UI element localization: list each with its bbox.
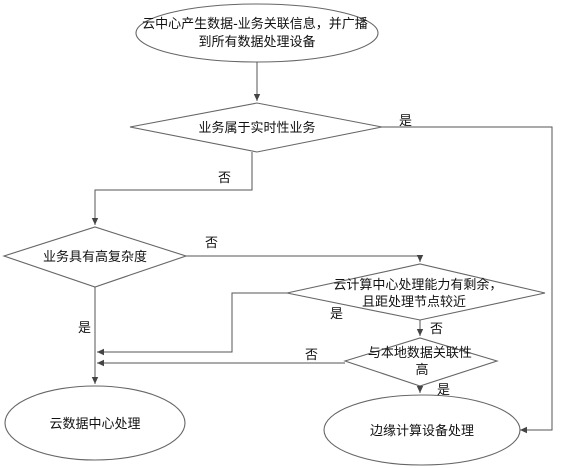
decision-local-line-1: 与本地数据关联性	[368, 346, 472, 361]
label-complexity-no: 否	[205, 236, 218, 251]
cloud-processing-text: 云数据中心处理	[49, 417, 140, 432]
decision-realtime-text: 业务属于实时性业务	[198, 120, 315, 136]
edge-capacity-yes-to-cloud	[97, 292, 287, 356]
decision-complexity: 业务具有高复杂度	[2, 226, 188, 288]
decision-local-diamond	[343, 337, 499, 387]
decision-capacity: 云计算中心处理能力有剩余， 且距处理节点较近	[286, 263, 546, 321]
decision-local-relevance: 与本地数据关联性 高	[343, 337, 499, 387]
node-start: 云中心产生数据-业务关联信息，并广播 到所有数据处理设备	[135, 3, 379, 63]
node-edge-processing: 边缘计算设备处理	[323, 394, 521, 466]
label-complexity-yes: 是	[78, 321, 91, 336]
edge-realtime-yes-to-edge	[382, 126, 553, 434]
decision-capacity-diamond	[286, 263, 546, 321]
edge-processing-text: 边缘计算设备处理	[370, 423, 474, 439]
node-cloud-processing: 云数据中心处理	[4, 385, 186, 461]
start-ellipse	[135, 3, 379, 63]
decision-complexity-text: 业务具有高复杂度	[43, 249, 147, 265]
decision-capacity-text: 云计算中心处理能力有剩余， 且距处理节点较近	[333, 277, 506, 310]
decision-realtime: 业务属于实时性业务	[129, 102, 383, 153]
label-realtime-yes: 是	[399, 114, 412, 129]
decision-capacity-line-2: 且距处理节点较近	[362, 295, 466, 310]
label-capacity-yes: 是	[330, 307, 343, 322]
edge-realtime-no-to-complexity	[91, 152, 253, 225]
label-realtime-no: 否	[218, 171, 231, 186]
start-line-2: 到所有数据处理设备	[198, 34, 315, 50]
start-text: 云中心产生数据-业务关联信息，并广播 到所有数据处理设备	[142, 16, 372, 50]
decision-local-line-2: 高	[415, 362, 428, 378]
edge-complexity-no-to-capacity	[186, 255, 424, 262]
label-local-no: 否	[305, 348, 318, 363]
label-capacity-no: 否	[430, 322, 443, 337]
cloud-processing-ellipse	[4, 385, 186, 461]
start-line-1: 云中心产生数据-业务关联信息，并广播	[142, 16, 368, 32]
decision-capacity-line-1: 云计算中心处理能力有剩余，	[333, 277, 502, 293]
decision-local-text: 与本地数据关联性 高	[368, 346, 476, 378]
label-local-yes: 是	[437, 383, 450, 398]
